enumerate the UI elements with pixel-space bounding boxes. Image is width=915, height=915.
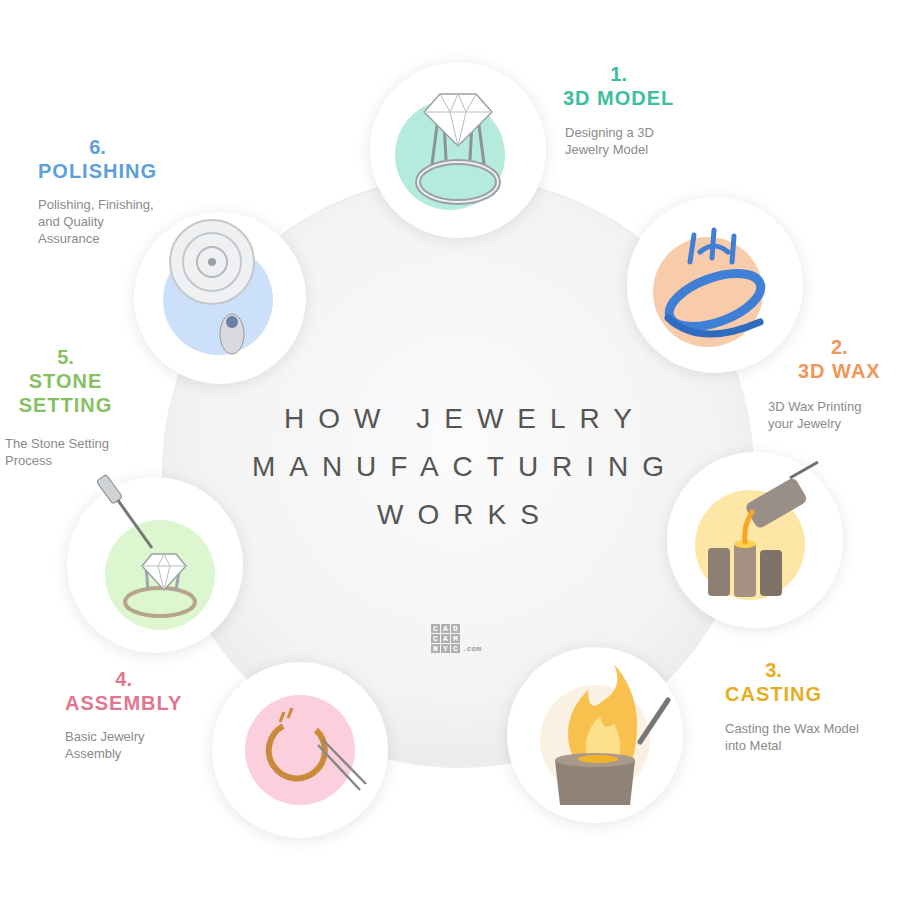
color-disc: [540, 685, 650, 795]
step-circle: 5.STONE SETTINGThe Stone Setting Process: [67, 477, 243, 653]
step-number: 3.: [725, 658, 822, 682]
step-description: Polishing, Finishing, and Quality Assura…: [38, 196, 163, 247]
step-number: 6.: [38, 135, 157, 159]
logo-text: NYC: [433, 644, 463, 653]
step-heading: STONE SETTING: [8, 369, 123, 417]
step-heading-group: 4.ASSEMBLY: [65, 667, 182, 715]
step-color-disc: [370, 62, 546, 238]
step-heading: ASSEMBLY: [65, 691, 182, 715]
step-heading: POLISHING: [38, 159, 157, 183]
step-heading: 3D MODEL: [563, 86, 674, 110]
stone-setting-illustration: [96, 474, 195, 616]
logo-text: CAM: [433, 634, 463, 643]
step-circle: 1.3D MODELDesigning a 3D Jewelry Model: [370, 62, 546, 238]
ring-illustration: [418, 94, 498, 202]
torch-illustration: [555, 664, 668, 805]
color-disc: [105, 520, 215, 630]
step-number: 1.: [563, 62, 674, 86]
step-description: Designing a 3D Jewelry Model: [565, 124, 675, 158]
step-circle: 2.3D WAX3D Wax Printing your Jewelry: [627, 197, 803, 373]
step-number: 4.: [65, 667, 182, 691]
step-color-disc: [212, 662, 388, 838]
step-description: 3D Wax Printing your Jewelry: [768, 398, 878, 432]
step-color-disc: [67, 477, 243, 653]
step-heading: CASTING: [725, 682, 822, 706]
step-color-disc: [507, 647, 683, 823]
step-circle: 4.ASSEMBLYBasic Jewelry Assembly: [212, 662, 388, 838]
step-color-disc: [134, 212, 306, 384]
color-disc: [245, 695, 355, 805]
color-disc: [653, 237, 763, 347]
diagram-title: HOW JEWELRY MANUFACTURING WORKS: [218, 395, 698, 539]
step-number: 5.: [8, 345, 123, 369]
step-circle: 3.CASTINGCasting the Wax Model into Meta…: [507, 647, 683, 823]
step-circle: 6.POLISHINGPolishing, Finishing, and Qua…: [134, 212, 306, 384]
pour-color-disc: [695, 490, 805, 600]
step-description: Casting the Wax Model into Metal: [725, 720, 870, 754]
step-description: Basic Jewelry Assembly: [65, 728, 175, 762]
step-heading-group: 2.3D WAX: [798, 335, 881, 383]
step-heading-group: 6.POLISHING: [38, 135, 157, 183]
logo-text: .com: [462, 644, 481, 653]
polishing-illustration: [170, 220, 254, 354]
pour-disc: [667, 452, 843, 628]
wax-illustration: [662, 230, 767, 337]
step-heading-group: 5.STONE SETTING: [8, 345, 123, 417]
assembly-illustration: [269, 708, 366, 790]
step-heading: 3D WAX: [798, 359, 881, 383]
step-number: 2.: [798, 335, 881, 359]
color-disc: [163, 245, 273, 355]
pouring-illustration: [708, 462, 818, 597]
step-heading-group: 1.3D MODEL: [563, 62, 674, 110]
step-description: The Stone Setting Process: [5, 435, 123, 469]
step-color-disc: [627, 197, 803, 373]
logo-text: CAD: [433, 624, 463, 633]
color-disc: [395, 100, 505, 210]
step-heading-group: 3.CASTING: [725, 658, 822, 706]
